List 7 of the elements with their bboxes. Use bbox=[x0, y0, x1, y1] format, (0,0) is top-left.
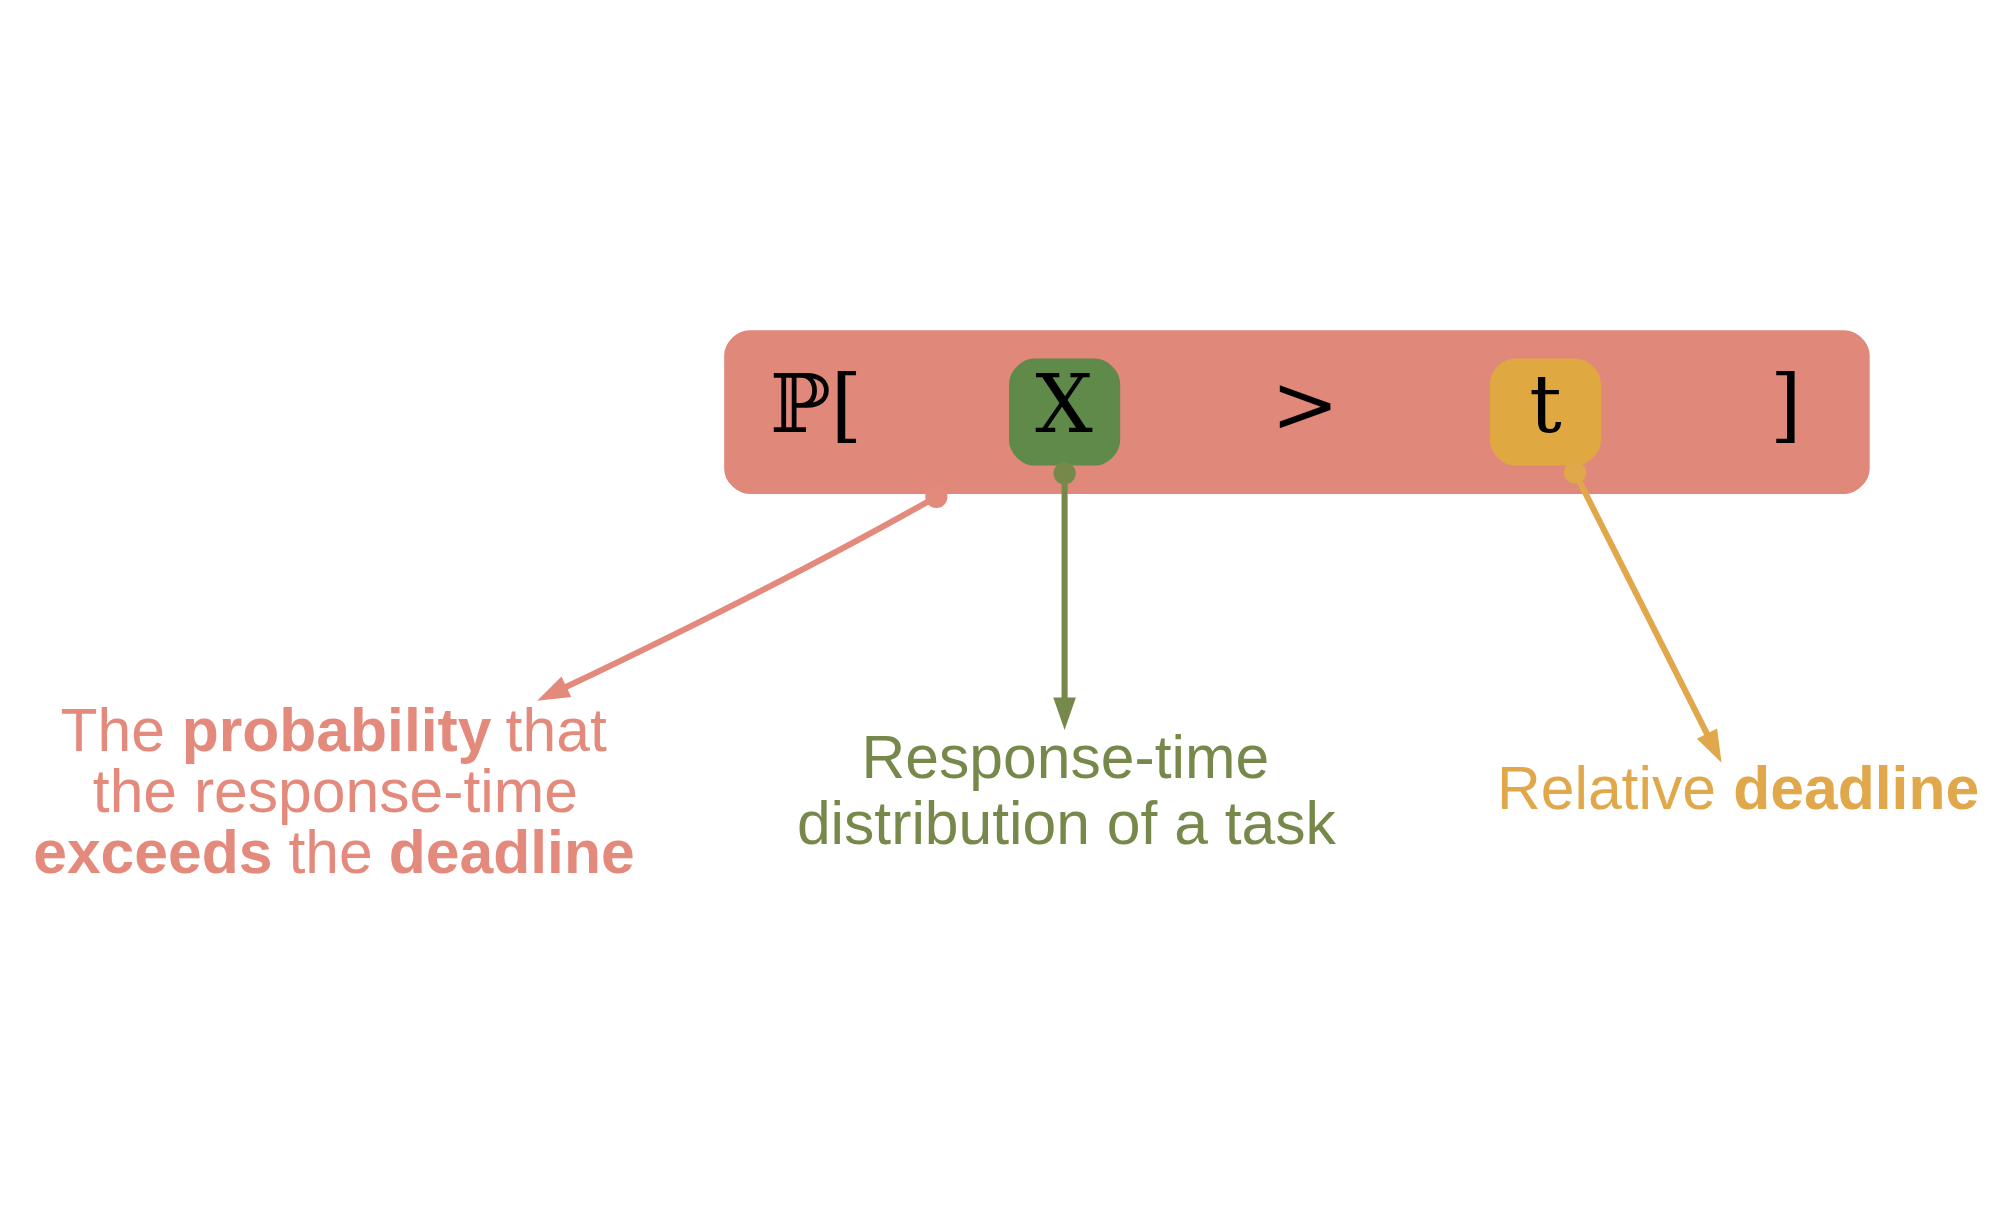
arrow bbox=[1053, 462, 1076, 730]
node-text: Response-time distribution of a task bbox=[796, 722, 1336, 858]
node-text: The probability that the response-time exceeds the deadline bbox=[33, 696, 635, 886]
node-text: Relative deadline bbox=[1496, 754, 1980, 823]
arrow bbox=[1563, 461, 1722, 763]
node-box: X bbox=[1009, 358, 1121, 466]
node-box: t bbox=[1489, 358, 1601, 466]
